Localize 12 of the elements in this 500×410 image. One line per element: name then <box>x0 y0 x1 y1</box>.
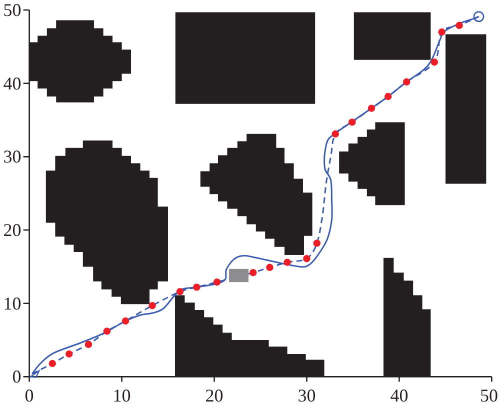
y-tick-label: 20 <box>3 220 22 240</box>
y-tick-label: 30 <box>3 146 22 167</box>
x-tick-label: 40 <box>390 386 408 406</box>
y-tick-label: 10 <box>3 293 22 314</box>
x-tick-label: 50 <box>480 386 498 406</box>
x-tick-label: 30 <box>298 386 316 406</box>
y-tick-label: 0 <box>12 366 22 387</box>
x-tick-label: 10 <box>112 386 131 406</box>
x-tick-label: 0 <box>24 386 34 406</box>
y-tick-label: 50 <box>3 0 22 20</box>
y-tick-label: 40 <box>3 73 22 94</box>
x-tick-label: 20 <box>205 386 224 406</box>
